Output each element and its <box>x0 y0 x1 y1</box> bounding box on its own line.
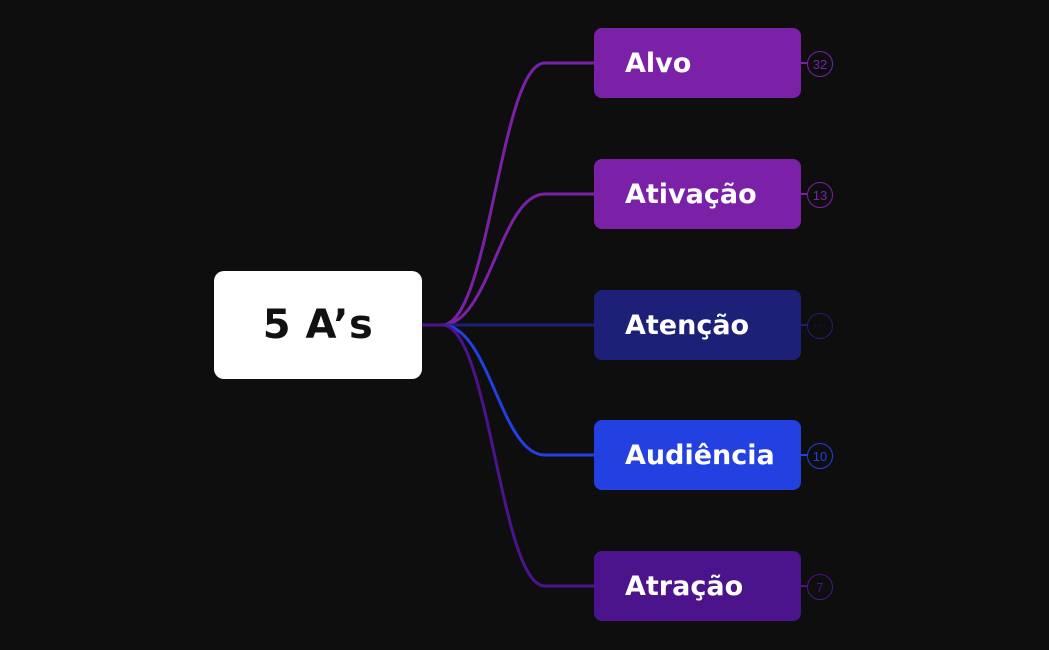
collapse-count-badge-audiencia[interactable]: 10 <box>807 443 833 469</box>
badge-count: 32 <box>812 56 828 72</box>
connector-line-audiencia <box>422 323 594 457</box>
more-options-badge-atencao[interactable]: ··· <box>807 313 833 339</box>
connector-line-ativacao <box>422 192 594 327</box>
collapse-count-badge-alvo[interactable]: 32 <box>807 51 833 77</box>
badge-count: 7 <box>816 579 824 595</box>
node-label: Atenção <box>625 309 750 341</box>
node-ativacao[interactable]: Ativação <box>594 159 801 229</box>
connector-line-atracao <box>422 323 594 588</box>
connector-line-alvo <box>422 61 594 327</box>
node-label: Atração <box>625 570 744 602</box>
node-alvo[interactable]: Alvo <box>594 28 801 98</box>
ellipsis-icon: ··· <box>813 319 827 332</box>
node-atracao[interactable]: Atração <box>594 551 801 621</box>
node-label: Audiência <box>625 439 775 471</box>
collapse-count-badge-atracao[interactable]: 7 <box>807 574 833 600</box>
node-atencao[interactable]: Atenção <box>594 290 801 360</box>
root-node[interactable]: 5 A’s <box>214 271 422 379</box>
node-label: Alvo <box>625 47 692 79</box>
badge-count: 13 <box>812 187 828 203</box>
collapse-count-badge-ativacao[interactable]: 13 <box>807 182 833 208</box>
node-label: Ativação <box>625 178 757 210</box>
badge-count: 10 <box>812 448 828 464</box>
root-node-label: 5 A’s <box>262 302 374 348</box>
node-audiencia[interactable]: Audiência <box>594 420 801 490</box>
